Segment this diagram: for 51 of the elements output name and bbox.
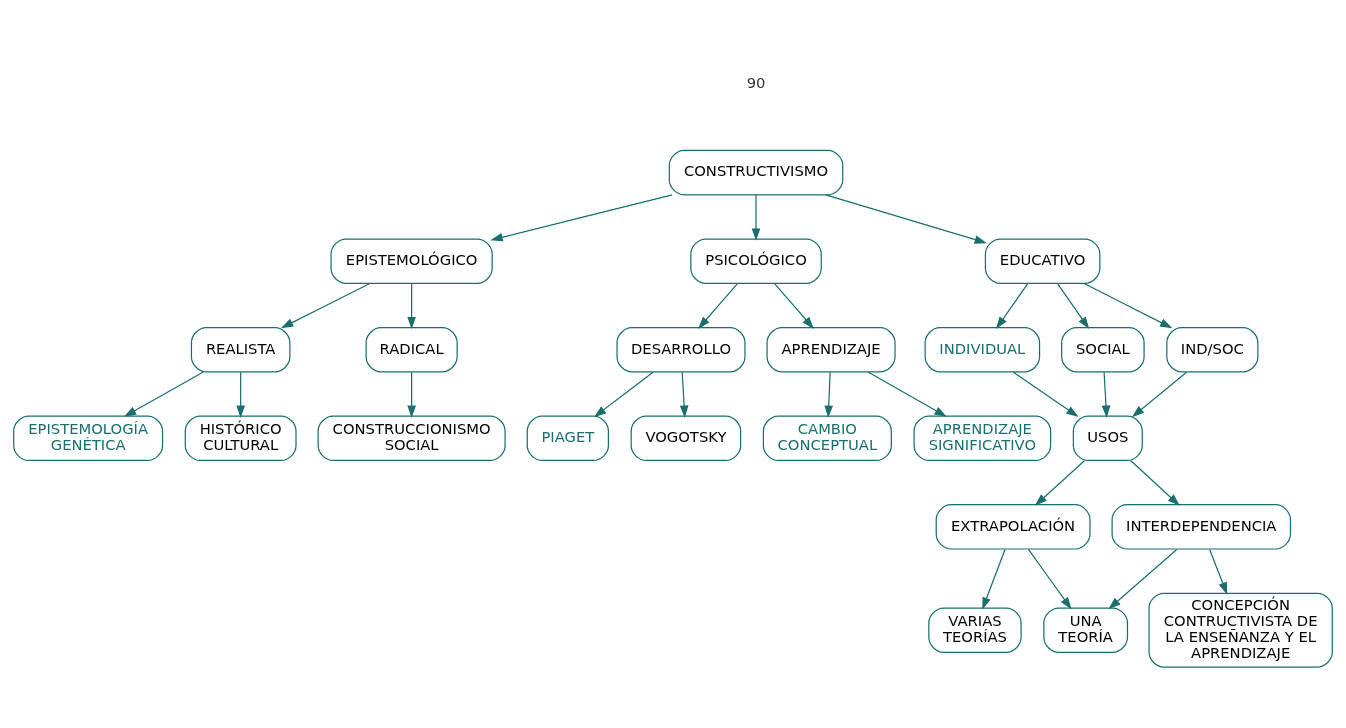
node-box: IND/SOC	[1166, 326, 1259, 372]
node-box: VOGOTSKY	[630, 415, 742, 461]
arrow	[280, 282, 371, 328]
node-box: INDIVIDUAL	[924, 326, 1041, 372]
arrow	[698, 282, 739, 329]
arrow	[1101, 371, 1111, 418]
node-box: CAMBIO CONCEPTUAL	[762, 415, 892, 461]
node-box: INTERDEPENDENCIA	[1111, 503, 1292, 550]
node-box: CONSTRUCTIVISMO	[668, 149, 844, 195]
node-box: EDUCATIVO	[984, 237, 1101, 284]
arrow	[1131, 371, 1188, 417]
node-box: EPISTEMOLOGÍA GENÉTICA	[13, 415, 164, 461]
arrow	[236, 371, 245, 418]
arrow	[824, 371, 834, 418]
arrow	[1027, 548, 1072, 609]
arrow	[982, 548, 1006, 610]
arrow	[407, 282, 416, 329]
node-box: APRENDIZAJE	[766, 326, 896, 372]
label: 90	[746, 73, 766, 91]
arrow	[996, 282, 1029, 329]
node-box: HISTÓRICO CULTURAL	[184, 415, 297, 461]
arrow	[867, 370, 947, 417]
node-box: VARIAS TEORÍAS	[928, 606, 1022, 653]
arrow	[1209, 548, 1228, 595]
arrow	[1108, 548, 1178, 609]
arrow	[1130, 459, 1180, 506]
node-box: EPISTEMOLÓGICO	[330, 237, 493, 284]
node-box: REALISTA	[190, 326, 291, 372]
arrow	[825, 193, 987, 244]
node-box: DESARROLLO	[616, 326, 746, 372]
arrow	[1083, 282, 1173, 328]
arrow	[679, 371, 689, 418]
node-box: PIAGET	[526, 415, 610, 461]
arrow	[1012, 370, 1079, 417]
node-box: UNA TEORÍA	[1043, 606, 1129, 653]
arrow	[490, 193, 673, 241]
arrow	[123, 370, 204, 417]
node-box: PSICOLÓGICO	[690, 237, 822, 284]
node-box: USOS	[1072, 415, 1143, 461]
node-box: SOCIAL	[1061, 326, 1145, 372]
arrow	[1034, 459, 1085, 506]
arrow	[1056, 282, 1090, 329]
node-box: EXTRAPOLACIÓN	[935, 503, 1091, 550]
arrow	[407, 371, 416, 418]
node-box: APRENDIZAJE SIGNIFICATIVO	[913, 415, 1052, 461]
node-box: CONCEPCIÓN CONTRUCTIVISTA DE LA ENSEÑANZA Y EL APRENDIZAJE	[1148, 592, 1333, 668]
arrow	[751, 194, 761, 241]
arrow	[594, 371, 654, 417]
arrow	[773, 282, 814, 329]
node-box: RADICAL	[365, 326, 458, 372]
node-box: CONSTRUCCIONISMO SOCIAL	[317, 415, 506, 461]
